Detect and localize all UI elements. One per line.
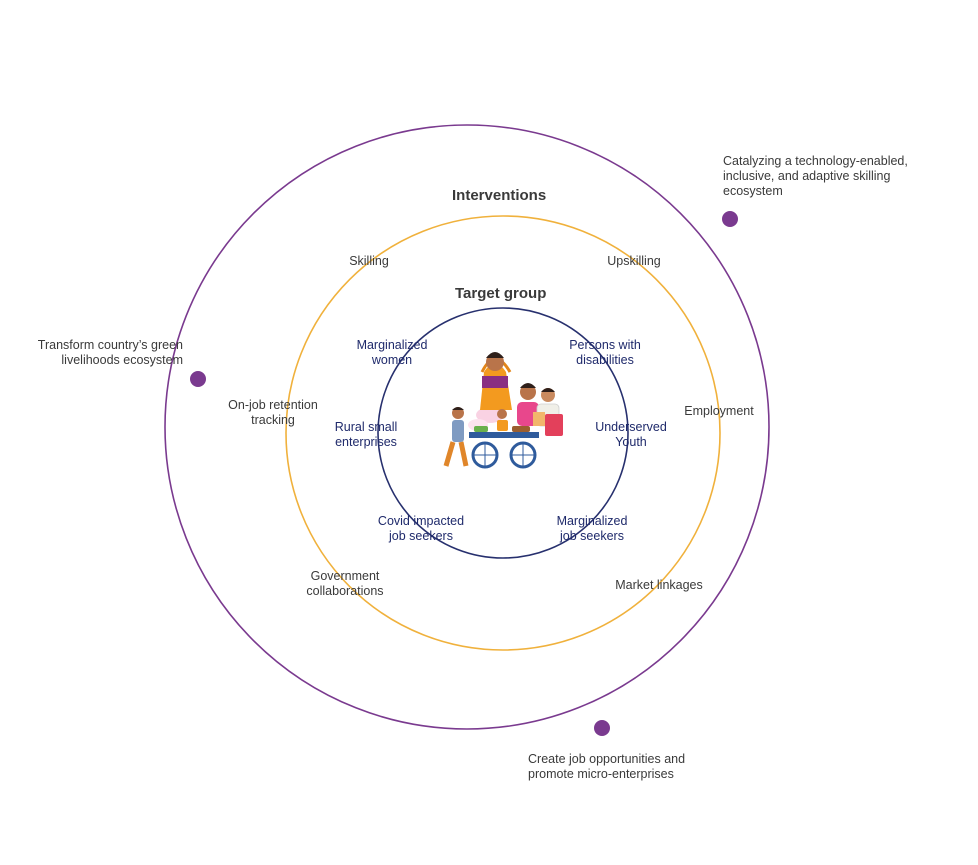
target-persons-disabilities: Persons with disabilities [569, 338, 641, 367]
target-covid-job-seekers: Covid impacted job seekers [377, 514, 465, 543]
target-group-heading: Target group [455, 285, 547, 302]
women-vendor-with-cart-illustration [443, 352, 563, 469]
target-marginalized-job-seekers: Marginalized job seekers [556, 514, 628, 543]
goal-dot-green [190, 371, 206, 387]
goal-dot-tech [722, 211, 738, 227]
outer-ring [164, 124, 770, 730]
goal-tech-skilling: Catalyzing a technology-enabled, inclusi… [723, 154, 908, 198]
intervention-employment: Employment [684, 404, 754, 418]
target-underserved-youth: Underserved Youth [595, 420, 667, 449]
intervention-government: Government collaborations [306, 569, 384, 598]
goal-dot-jobs [594, 720, 610, 736]
goal-green-livelihoods: Transform country’s green livelihoods ec… [37, 338, 183, 367]
middle-ring [285, 215, 721, 651]
target-marginalized-women: Marginalized women [356, 338, 428, 367]
interventions-heading: Interventions [452, 187, 547, 204]
intervention-retention: On-job retention tracking [228, 398, 318, 427]
intervention-skilling: Skilling [349, 254, 389, 268]
target-rural-enterprises: Rural small enterprises [334, 420, 398, 449]
intervention-upskilling: Upskilling [607, 254, 661, 268]
intervention-market-linkages: Market linkages [615, 578, 703, 592]
goal-job-opportunities: Create job opportunities and promote mic… [528, 752, 686, 781]
inner-ring [377, 307, 629, 559]
